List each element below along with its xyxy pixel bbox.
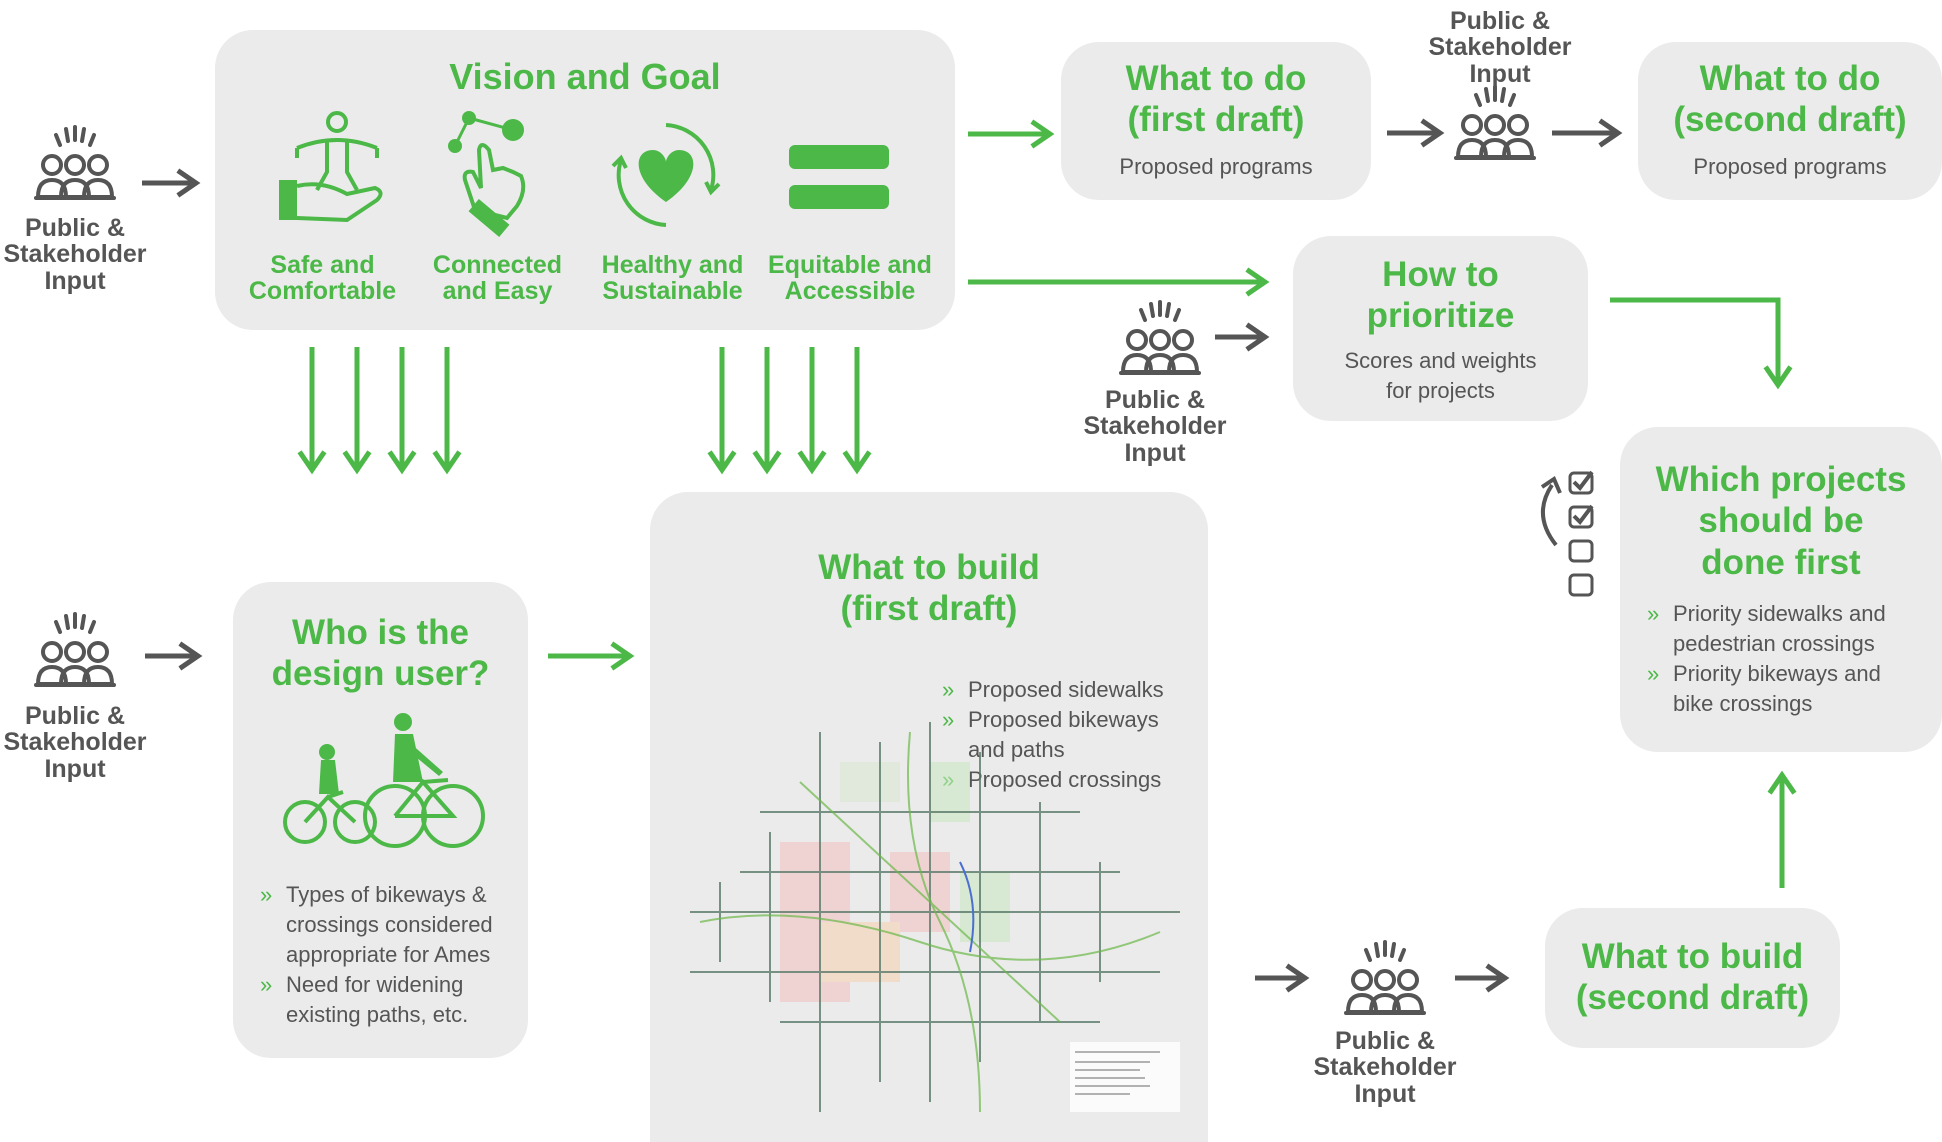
- checklist-icon: [1540, 470, 1594, 597]
- arrow-prioritize-to-which-projects: [1610, 297, 1793, 390]
- arrow-vision-down: [797, 347, 827, 475]
- arrow-vision-down: [342, 347, 372, 475]
- people-group-icon: [1344, 940, 1426, 1015]
- arrow-to-stakeholder-bottom: [1255, 963, 1310, 993]
- arrow-vision-down: [842, 347, 872, 475]
- what-to-build-second-box: What to build(second draft): [1545, 908, 1840, 1048]
- arrow-second-draft-to-which-projects: [1767, 770, 1797, 888]
- heart-cycle-icon: [611, 123, 721, 227]
- what-to-do-second-box: What to do(second draft) Proposed progra…: [1638, 42, 1942, 200]
- arrow-vision-down: [707, 347, 737, 475]
- arrow-vision-down: [432, 347, 462, 475]
- arrow-stakeholder-to-design-user: [145, 641, 203, 671]
- what-to-build-first-box: What to build(first draft) Proposed side…: [650, 492, 1208, 1142]
- what-to-do-first-box: What to do(first draft) Proposed program…: [1061, 42, 1371, 200]
- arrow-vision-down: [297, 347, 327, 475]
- vision-title: Vision and Goal: [449, 56, 721, 97]
- arrow-stakeholder-to-vision: [142, 168, 201, 198]
- city-map-image: [690, 722, 1180, 1113]
- people-group-icon: [1119, 300, 1201, 375]
- what-to-do-second-sub: Proposed programs: [1693, 154, 1887, 179]
- cyclists-icon: [283, 713, 485, 848]
- list-item: Types of bikeways & crossings considered…: [258, 880, 518, 970]
- equals-icon: [789, 145, 889, 209]
- arrow-vision-to-prioritize: [968, 267, 1270, 297]
- arrow-vision-down: [752, 347, 782, 475]
- design-user-list: Types of bikeways & crossings considered…: [258, 880, 518, 1030]
- which-projects-list: Priority sidewalks and pedestrian crossi…: [1645, 599, 1925, 719]
- list-item: Priority bikeways and bike crossings: [1645, 659, 1925, 719]
- list-item: Need for widening existing paths, etc.: [258, 970, 518, 1030]
- arrow-to-stakeholder-top: [1387, 118, 1445, 148]
- list-item: Proposed sidewalks: [940, 675, 1190, 705]
- what-to-do-first-title: What to do(first draft): [1125, 59, 1307, 140]
- hand-balance-icon: [279, 111, 383, 223]
- arrow-vision-to-what-to-do: [968, 119, 1055, 149]
- people-group-icon: [34, 125, 116, 200]
- what-to-do-second-title: What to do(second draft): [1673, 59, 1907, 140]
- list-item: Proposed bikeways and paths: [940, 705, 1190, 765]
- what-to-build-second-title: What to build(second draft): [1575, 937, 1810, 1018]
- people-group-icon: [1454, 85, 1536, 160]
- hand-pointer-network-icon: [448, 111, 526, 237]
- list-item: Priority sidewalks and pedestrian crossi…: [1645, 599, 1925, 659]
- arrow-to-what-to-do-second: [1552, 118, 1623, 148]
- what-to-build-first-title: What to build(first draft): [818, 548, 1040, 629]
- people-group-icon: [34, 612, 116, 687]
- arrow-stakeholder-to-prioritize: [1215, 322, 1270, 352]
- arrow-design-user-to-what-to-build: [548, 641, 635, 671]
- arrow-to-what-to-build-second: [1455, 963, 1510, 993]
- arrow-vision-down: [387, 347, 417, 475]
- what-to-do-first-sub: Proposed programs: [1119, 154, 1313, 179]
